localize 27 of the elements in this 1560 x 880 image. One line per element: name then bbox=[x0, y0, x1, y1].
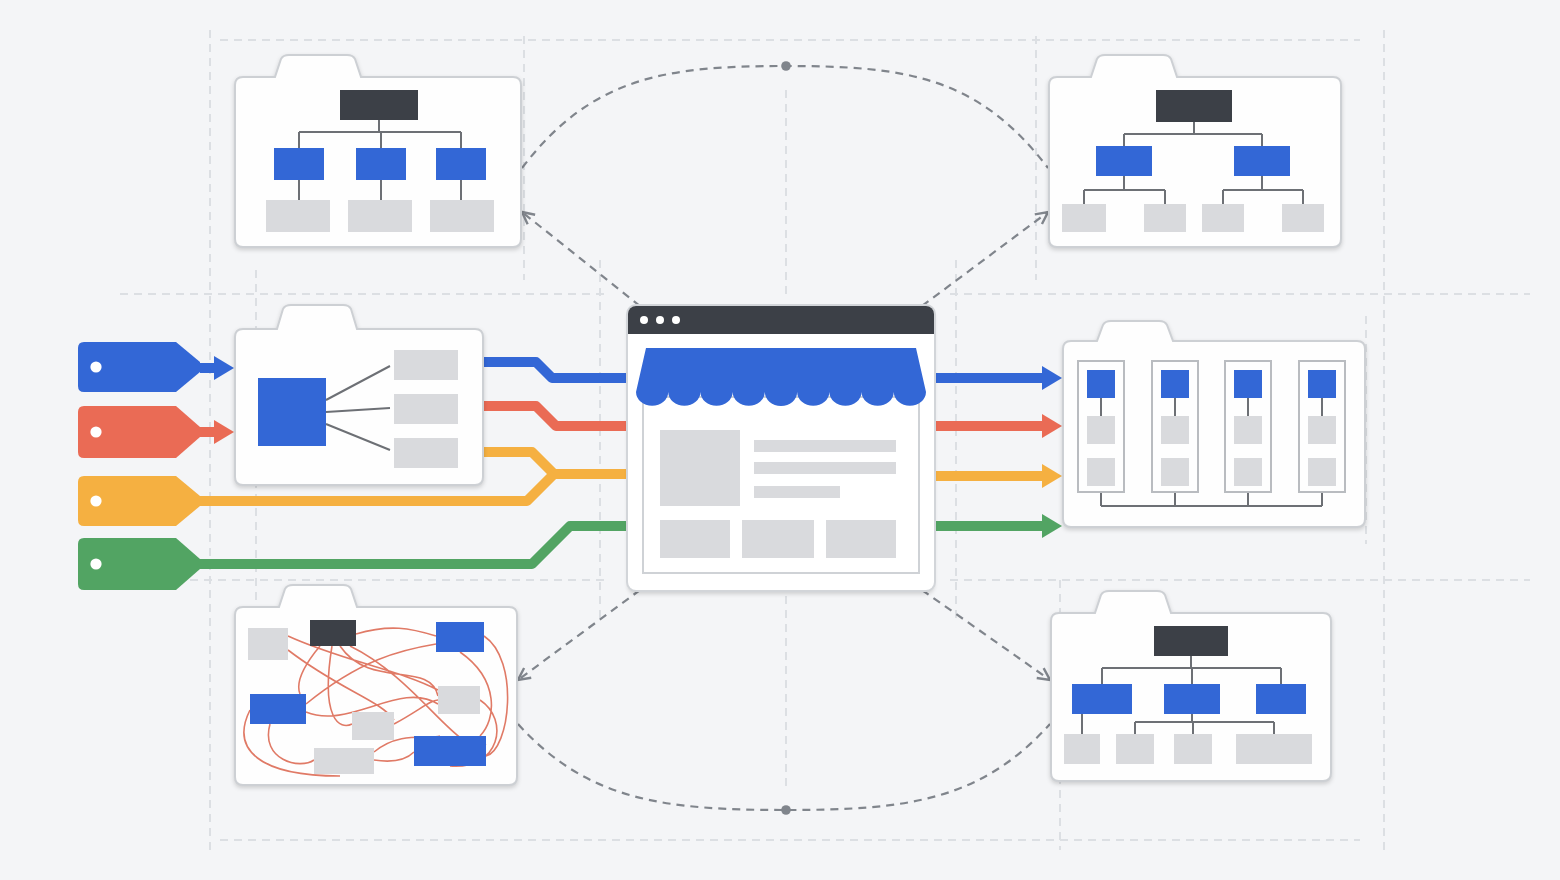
folder-card bbox=[1050, 590, 1332, 782]
arrow bbox=[200, 356, 234, 380]
folder-card bbox=[1048, 54, 1342, 248]
arrow bbox=[200, 420, 234, 444]
connector-line bbox=[484, 401, 628, 431]
arrow bbox=[934, 514, 1062, 538]
dashed-arrow bbox=[516, 589, 641, 682]
arrow bbox=[934, 464, 1062, 488]
dashed-arc bbox=[521, 64, 1049, 169]
dashed-arrow bbox=[921, 589, 1052, 682]
folder-card bbox=[234, 54, 522, 248]
arrow bbox=[934, 414, 1062, 438]
dashed-arrow bbox=[520, 210, 641, 307]
browser-window bbox=[628, 306, 934, 590]
connector-line bbox=[200, 521, 628, 569]
connector-line bbox=[200, 470, 558, 506]
label-tag bbox=[78, 342, 200, 392]
label-tag bbox=[78, 406, 200, 458]
connector-line bbox=[484, 357, 628, 383]
folder-card bbox=[234, 584, 518, 786]
dashed-arc bbox=[517, 723, 1051, 812]
folder-card bbox=[1062, 320, 1366, 528]
label-tag bbox=[78, 476, 200, 526]
arrow bbox=[934, 366, 1062, 390]
dashed-arrow bbox=[921, 210, 1050, 307]
label-tag bbox=[78, 538, 200, 590]
folder-card bbox=[234, 304, 484, 486]
